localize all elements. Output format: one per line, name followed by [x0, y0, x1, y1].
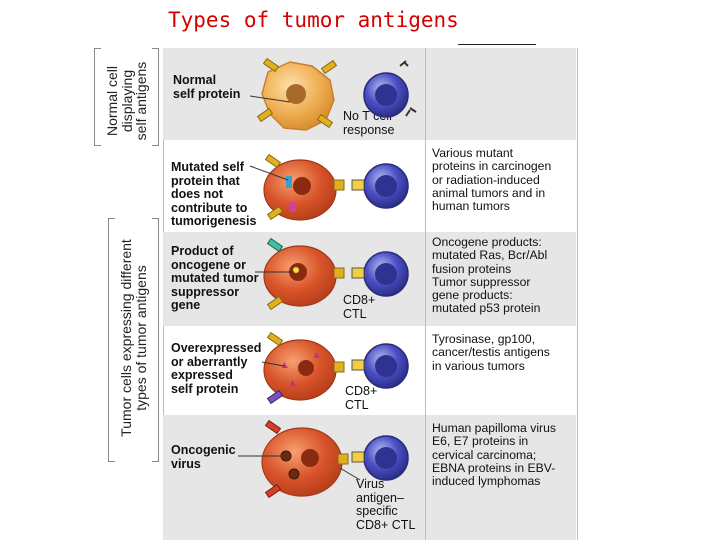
row-label-oncogene: Product of oncogene or mutated tumor sup… — [171, 244, 259, 312]
row-label-normal: Normal self protein — [173, 73, 241, 101]
desc-virus: Human papilloma virus E6, E7 proteins in… — [432, 421, 556, 489]
t-cell-virus — [351, 435, 409, 481]
tcell-label-oncogene: CD8+ CTL — [343, 293, 376, 321]
column-divider — [425, 48, 426, 540]
tumor-cell-oncogene — [263, 237, 345, 311]
tumor-cell-virus — [261, 419, 349, 499]
desc-oncogene: Oncogene products: mutated Ras, Bcr/Abl … — [432, 235, 548, 316]
row-label-overexpressed: Overexpressed or aberrantly expressed se… — [171, 341, 262, 396]
t-cell-oncogene — [351, 251, 409, 297]
row-label-mutated: Mutated self protein that does not contr… — [171, 160, 257, 228]
tumor-bracket-left — [108, 218, 115, 462]
row-bg-virus — [163, 415, 576, 540]
leader-lines — [238, 95, 361, 481]
title-underline — [458, 44, 536, 45]
t-cell-overexpressed — [351, 343, 409, 389]
page-title: Types of tumor antigens — [168, 8, 459, 32]
t-cell-mutated — [351, 163, 409, 209]
tcell-label-virus: Virus antigen– specific CD8+ CTL — [356, 477, 416, 532]
normal-bracket-right — [152, 48, 159, 146]
desc-overexpressed: Tyrosinase, gp100, cancer/testis antigen… — [432, 332, 550, 373]
tumor-cell-mutated — [263, 153, 345, 221]
normal-bracket-left — [94, 48, 101, 146]
desc-mutated: Various mutant proteins in carcinogen or… — [432, 146, 552, 214]
tumor-cell-overexpressed — [263, 331, 345, 405]
tcell-label-overexpressed: CD8+ CTL — [345, 384, 378, 412]
tumor-bracket-right — [152, 218, 159, 462]
normal-cell — [256, 57, 338, 131]
row-label-virus: Oncogenic virus — [171, 443, 236, 471]
t-cell-normal — [363, 60, 417, 118]
